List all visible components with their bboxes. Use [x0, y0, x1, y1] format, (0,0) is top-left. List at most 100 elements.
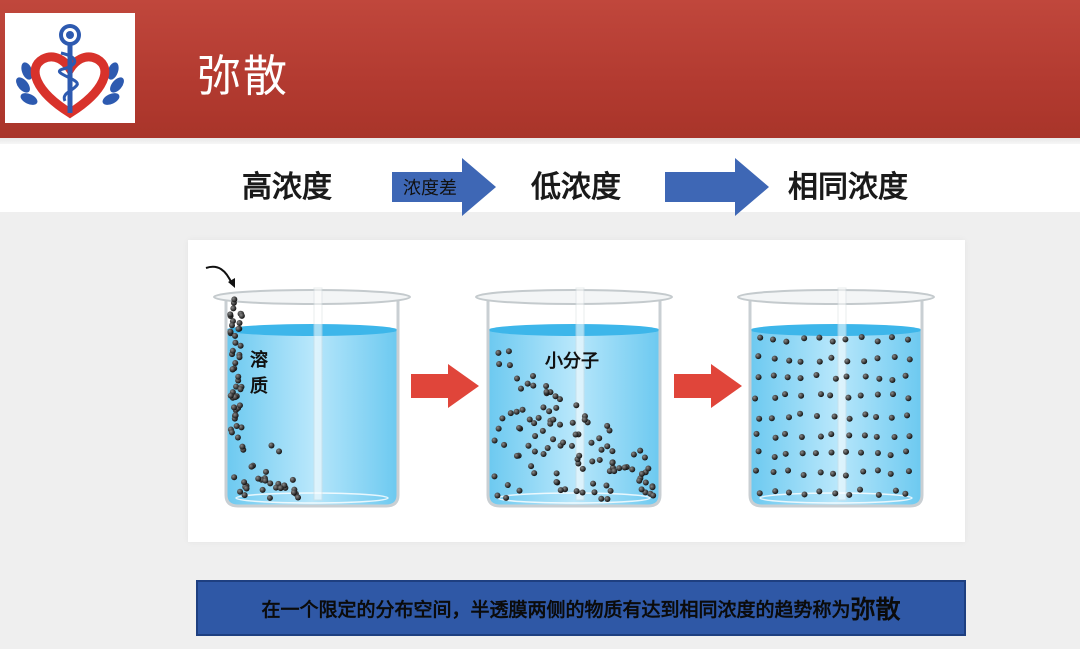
- particle: [233, 383, 240, 390]
- particle: [861, 358, 868, 365]
- particle: [752, 395, 759, 402]
- particle: [514, 375, 521, 382]
- particle: [505, 348, 512, 355]
- particle: [546, 408, 553, 415]
- particle: [596, 456, 603, 463]
- particle: [553, 470, 560, 477]
- particle: [755, 353, 762, 360]
- particle: [238, 424, 245, 431]
- particle: [232, 359, 239, 366]
- particle: [650, 492, 657, 499]
- particle: [616, 465, 623, 472]
- particle: [817, 469, 824, 476]
- particle: [581, 416, 588, 423]
- particle: [874, 391, 881, 398]
- particle: [874, 467, 881, 474]
- particle: [516, 424, 523, 431]
- particle: [756, 415, 763, 422]
- particle: [229, 366, 236, 373]
- particle: [235, 373, 242, 380]
- particle: [603, 482, 610, 489]
- particle: [782, 391, 789, 398]
- particle: [268, 442, 275, 449]
- particle: [530, 382, 537, 389]
- particle: [237, 386, 244, 393]
- particle: [529, 373, 536, 380]
- particle: [858, 334, 865, 341]
- particle: [827, 392, 834, 399]
- particle: [785, 467, 792, 474]
- particle: [496, 360, 503, 367]
- particle: [241, 479, 248, 486]
- particle: [236, 402, 243, 409]
- particle: [771, 453, 778, 460]
- particle: [531, 470, 538, 477]
- particle: [812, 450, 819, 457]
- particle: [813, 372, 820, 379]
- particle: [491, 473, 498, 480]
- particle: [772, 434, 779, 441]
- particle: [891, 434, 898, 441]
- particle: [874, 450, 881, 457]
- particle: [236, 320, 243, 327]
- particle: [491, 437, 498, 444]
- medical-logo: [5, 13, 135, 123]
- particle: [857, 392, 864, 399]
- particle: [235, 325, 242, 332]
- particle: [238, 312, 245, 319]
- particle: [290, 489, 297, 496]
- particle: [277, 485, 284, 492]
- particle: [904, 412, 911, 419]
- particle: [903, 448, 910, 455]
- particle: [889, 391, 896, 398]
- particle: [499, 415, 506, 422]
- particle: [611, 468, 618, 475]
- particle: [905, 468, 912, 475]
- particle: [638, 470, 645, 477]
- particle: [645, 465, 652, 472]
- particle: [798, 433, 805, 440]
- particle: [891, 354, 898, 361]
- particle: [638, 486, 645, 493]
- particle: [230, 404, 237, 411]
- particle: [289, 476, 296, 483]
- particle: [229, 347, 236, 354]
- particle: [516, 487, 523, 494]
- particle: [888, 414, 895, 421]
- solute-label: 溶 质: [250, 350, 268, 397]
- particle: [637, 447, 644, 454]
- beaker: [737, 287, 935, 508]
- beaker-illustration: [205, 265, 935, 508]
- particle: [573, 402, 580, 409]
- particle: [231, 474, 238, 481]
- definition-text: 在一个限定的分布空间，半透膜两侧的物质有达到相同浓度的趋势称为: [261, 598, 851, 621]
- particle: [816, 358, 823, 365]
- particle: [579, 465, 586, 472]
- particle: [517, 385, 524, 392]
- flow-stage-equal: 相同浓度: [788, 170, 908, 205]
- particle: [816, 488, 823, 495]
- particle: [233, 423, 240, 430]
- particle: [227, 328, 234, 335]
- particle: [906, 356, 913, 363]
- arrow-label-gradient: 浓度差: [403, 178, 457, 199]
- particle: [846, 415, 853, 422]
- particle: [755, 374, 762, 381]
- particle: [862, 373, 869, 380]
- particle: [798, 392, 805, 399]
- particle: [649, 484, 656, 491]
- particle: [604, 496, 611, 503]
- slide-header: [0, 0, 1080, 142]
- particle: [547, 420, 554, 427]
- particle: [755, 448, 762, 455]
- particle: [875, 491, 882, 498]
- particle: [227, 311, 234, 318]
- particle: [572, 431, 579, 438]
- particle: [828, 354, 835, 361]
- particle: [495, 349, 502, 356]
- particle: [606, 427, 613, 434]
- particle: [842, 336, 849, 343]
- particle: [902, 372, 909, 379]
- particle: [524, 380, 531, 387]
- particle: [259, 486, 266, 493]
